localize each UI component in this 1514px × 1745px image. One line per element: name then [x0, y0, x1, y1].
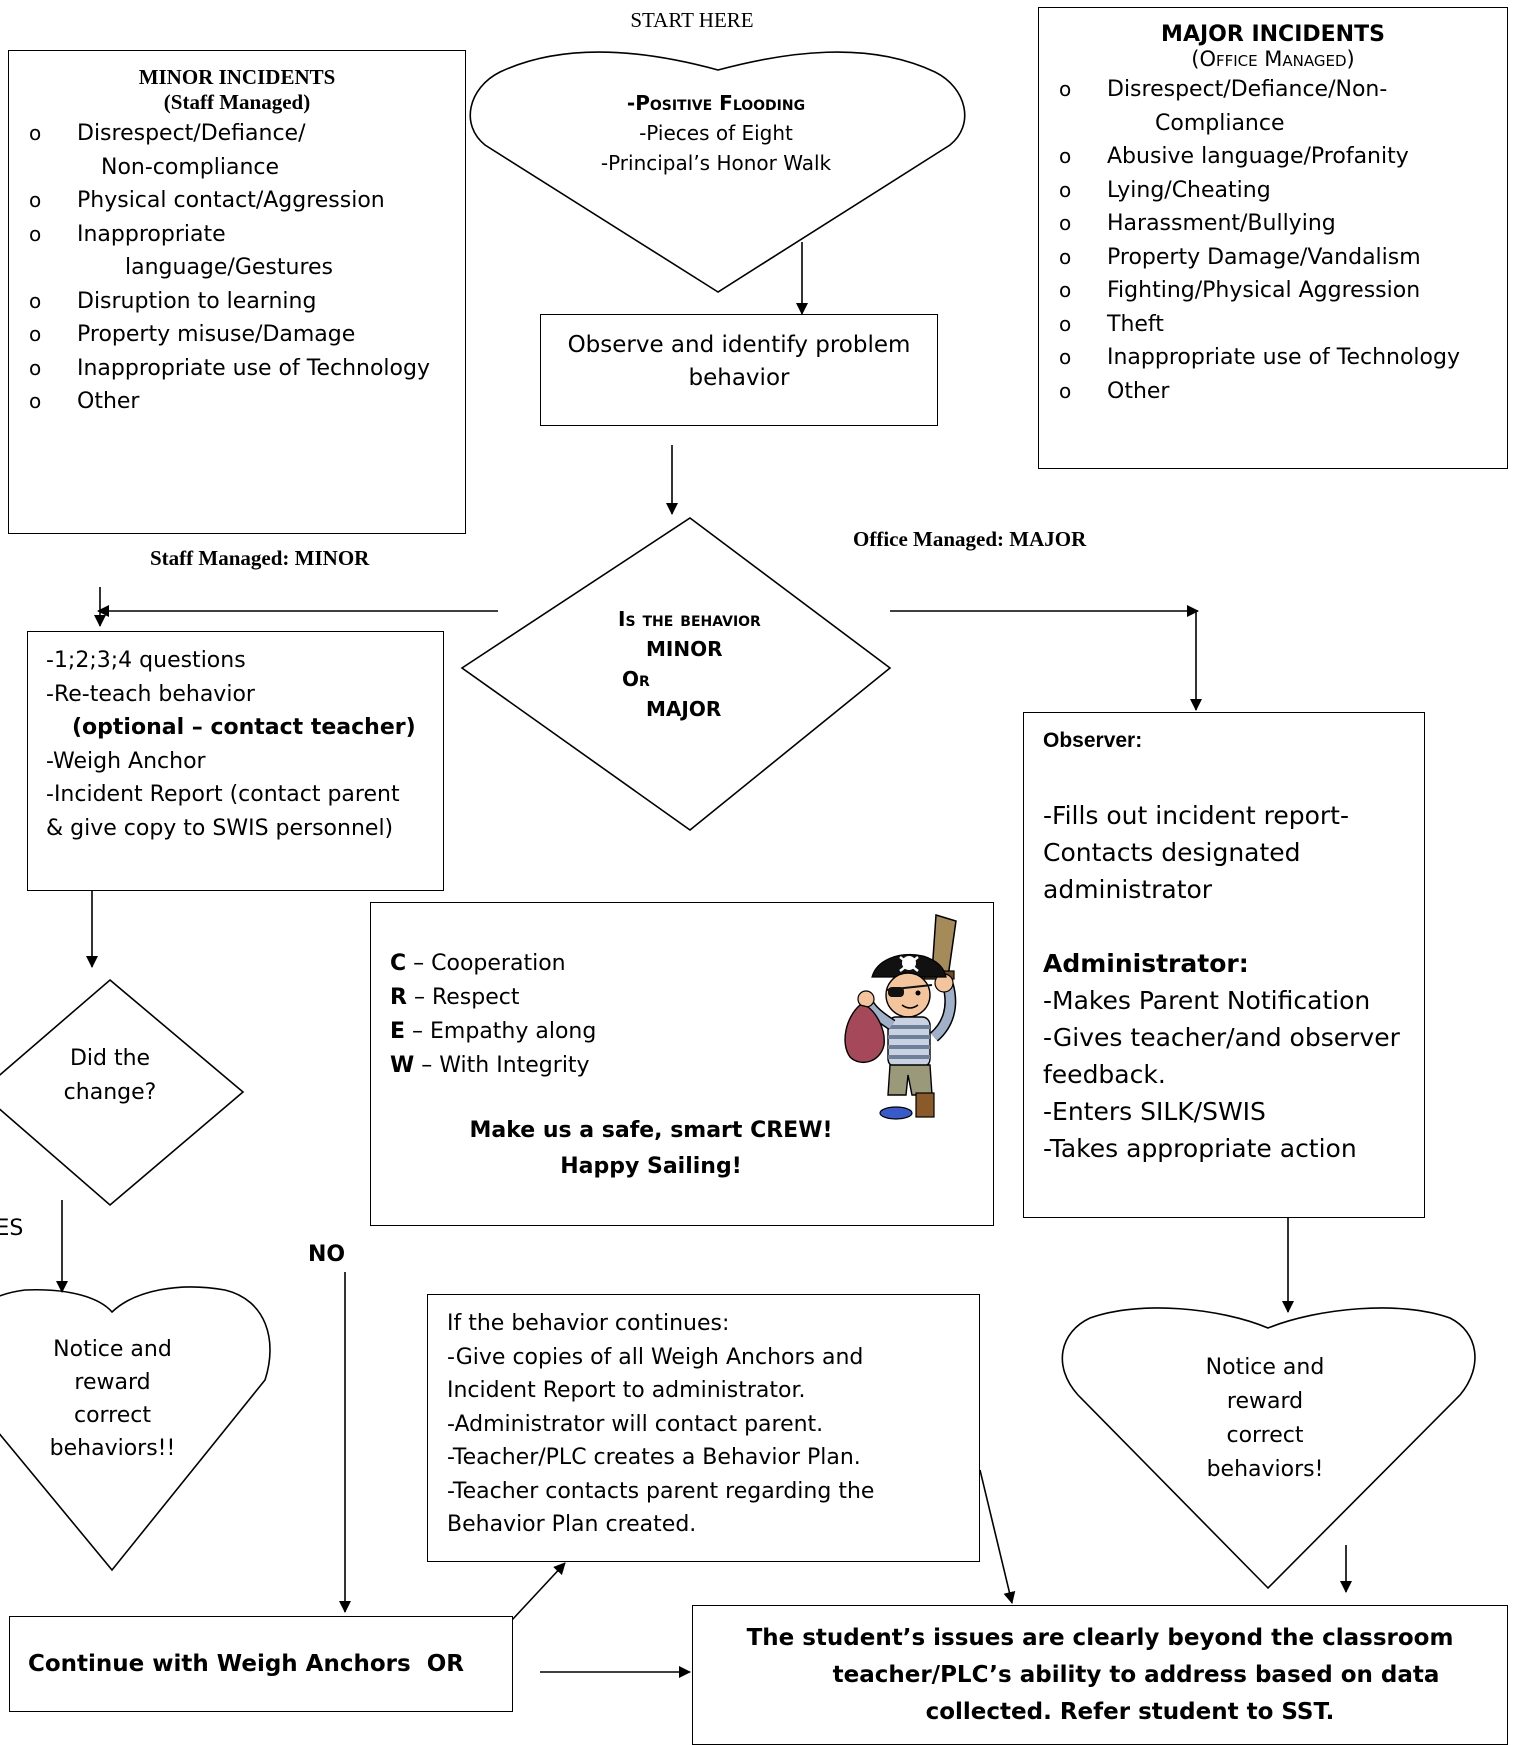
positive-heart-shape [469, 51, 966, 293]
minor-action-line: -Weigh Anchor [46, 748, 206, 774]
crew-slogan: Make us a safe, smart CREW! [469, 1118, 833, 1143]
decision-question: Is the behavior [618, 607, 761, 631]
observer-box: Observer: -Fills out incident report- Co… [1023, 712, 1425, 1218]
crew-box: C – Cooperation R – Respect E – Empathy … [370, 902, 994, 1226]
administrator-line: -Enters SILK/SWIS [1043, 1097, 1266, 1126]
administrator-line: -Takes appropriate action [1043, 1134, 1357, 1163]
continue-weigh-anchors-text: Continue with Weigh Anchors OR [28, 1651, 464, 1677]
staff-managed-label: Staff Managed: MINOR [150, 546, 370, 570]
minor-actions-box: -1;2;3;4 questions -Re-teach behavior (o… [27, 631, 444, 891]
major-incidents-title: MAJOR INCIDENTS [1161, 22, 1385, 47]
administrator-line: feedback. [1043, 1060, 1166, 1089]
observe-line: behavior [688, 365, 790, 391]
minor-incident-item: Other [9, 385, 465, 419]
observer-title: Observer: [1043, 729, 1143, 752]
right-heart-shape [1061, 1307, 1476, 1590]
did-change-text: Did the change? [63, 1046, 157, 1105]
major-incident-item: Fighting/Physical Aggression [1039, 274, 1507, 308]
left-heart-text: Notice and reward correct behaviors!! [49, 1337, 176, 1461]
minor-incidents-box: MINOR INCIDENTS (Staff Managed) Disrespe… [8, 50, 466, 534]
observe-box: Observe and identify problem behavior [540, 314, 938, 426]
positive-heart-text: -Positive Flooding -Pieces of Eight -Pri… [585, 88, 847, 178]
major-incident-item: Abusive language/Profanity [1039, 140, 1507, 174]
continues-line: If the behavior continues: [447, 1311, 730, 1336]
continues-line: Incident Report to administrator. [447, 1378, 806, 1403]
decision-or: Or [622, 667, 650, 691]
yes-label: YES [0, 1216, 24, 1241]
minor-incident-item: Physical contact/Aggression [9, 184, 465, 218]
minor-incident-item: Disrespect/Defiance/Non-compliance [9, 117, 465, 184]
minor-action-line: -Re-teach behavior [46, 681, 255, 707]
left-heart-shape [0, 1286, 271, 1572]
positive-heart-item: -Pieces of Eight [639, 121, 793, 145]
minor-incidents-subtitle: (Staff Managed) [163, 90, 311, 114]
continues-line: -Teacher/PLC creates a Behavior Plan. [447, 1445, 861, 1470]
no-label: NO [308, 1242, 346, 1267]
major-incident-item: Theft [1039, 308, 1507, 342]
minor-action-line: (optional – contact teacher) [72, 715, 416, 740]
decision-text: Is the behavior MINOR Or MAJOR [618, 604, 761, 724]
crew-row: W – With Integrity [390, 1053, 590, 1078]
sst-referral-box: The student’s issues are clearly beyond … [692, 1605, 1508, 1745]
start-label: START HERE [630, 8, 754, 32]
minor-incident-item: Disruption to learning [9, 285, 465, 319]
positive-heart-item: -Principal’s Honor Walk [600, 151, 832, 175]
crew-row: E – Empathy along [390, 1019, 597, 1044]
positive-heart-title: -Positive Flooding [626, 91, 806, 115]
decision-option-major: MAJOR [646, 697, 722, 721]
continues-line: Behavior Plan created. [447, 1512, 697, 1537]
major-incidents-subtitle: (Office Managed) [1191, 47, 1355, 71]
decision-diamond-shape [460, 517, 892, 832]
sst-line: The student’s issues are clearly beyond … [746, 1625, 1454, 1651]
continues-line: -Give copies of all Weigh Anchors and [447, 1344, 864, 1370]
minor-incidents-title: MINOR INCIDENTS [138, 65, 336, 89]
continues-line: -Teacher contacts parent regarding the [447, 1478, 875, 1504]
minor-action-line: -1;2;3;4 questions [46, 648, 246, 673]
behavior-continues-box: If the behavior continues: -Give copies … [427, 1294, 980, 1562]
minor-incident-item: Property misuse/Damage [9, 318, 465, 352]
major-incident-item: Disrespect/Defiance/Non-Compliance [1039, 73, 1507, 140]
pirate-icon [844, 914, 957, 1120]
continues-line: -Administrator will contact parent. [447, 1411, 824, 1437]
major-incident-item: Harassment/Bullying [1039, 207, 1507, 241]
observe-line: Observe and identify problem [567, 332, 911, 358]
did-change-diamond-shape [0, 978, 245, 1207]
major-incident-item: Lying/Cheating [1039, 174, 1507, 208]
sst-line: teacher/PLC’s ability to address based o… [832, 1662, 1440, 1688]
administrator-line: -Makes Parent Notification [1043, 986, 1371, 1015]
continue-weigh-anchors-box: Continue with Weigh Anchors OR [9, 1616, 513, 1712]
sst-line: collected. Refer student to SST. [925, 1699, 1335, 1725]
minor-action-line: -Incident Report (contact parent [46, 782, 400, 807]
administrator-line: -Gives teacher/and observer [1043, 1023, 1400, 1052]
office-managed-label: Office Managed: MAJOR [853, 527, 1087, 551]
arrow-continue-to-plan [511, 1562, 566, 1621]
observer-line: Contacts designated [1043, 838, 1301, 867]
observer-line: administrator [1043, 875, 1213, 904]
crew-slogan: Happy Sailing! [560, 1154, 742, 1179]
minor-incident-item: Inappropriate use of Technology [9, 352, 465, 386]
right-heart-text: Notice and reward correct behaviors! [1205, 1355, 1325, 1482]
arrow-plan-to-sst [979, 1469, 1016, 1604]
major-incident-item: Property Damage/Vandalism [1039, 241, 1507, 275]
crew-row: C – Cooperation [390, 951, 566, 976]
crew-row: R – Respect [390, 985, 520, 1010]
major-incidents-box: MAJOR INCIDENTS (Office Managed) Disresp… [1038, 7, 1508, 469]
administrator-title: Administrator: [1043, 949, 1249, 978]
major-incident-item: Inappropriate use of Technology [1039, 341, 1507, 375]
minor-action-line: & give copy to SWIS personnel) [46, 815, 394, 841]
major-incident-item: Other [1039, 375, 1507, 409]
observer-line: -Fills out incident report- [1043, 801, 1349, 830]
decision-option-minor: MINOR [646, 637, 723, 661]
